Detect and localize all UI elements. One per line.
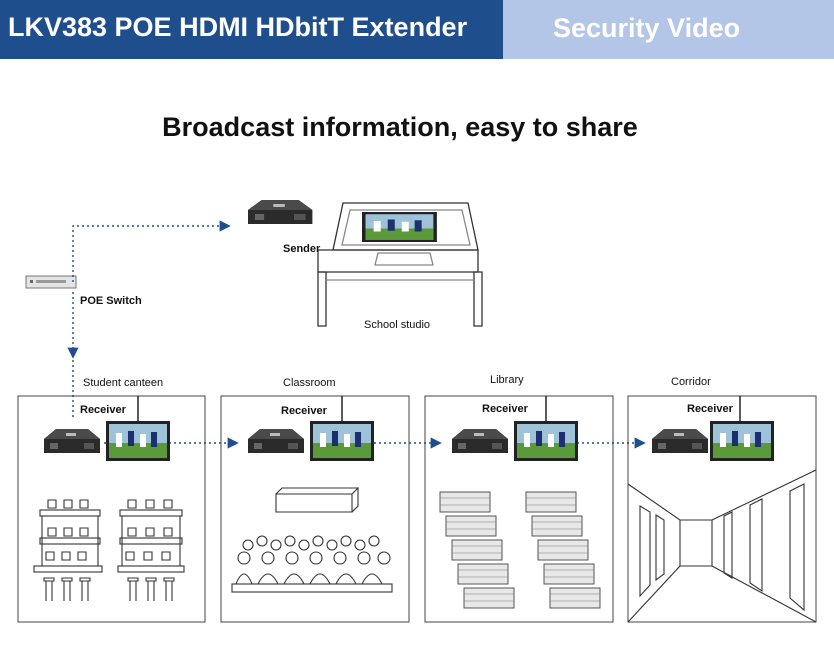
receiver-set-classroom <box>248 396 374 461</box>
room-box-canteen <box>17 395 206 623</box>
room-box-classroom <box>220 395 410 623</box>
library-shelves <box>439 491 601 609</box>
sender-label: Sender <box>283 243 321 255</box>
sender-device <box>248 200 313 224</box>
room-label-classroom: Classroom <box>283 377 336 389</box>
receiver-label-classroom: Receiver <box>281 405 327 417</box>
page-headline: Broadcast information, easy to share <box>162 112 638 142</box>
room-label-corridor: Corridor <box>671 376 711 388</box>
canteen-furniture <box>33 499 185 601</box>
room-box-library <box>424 395 614 623</box>
studio-label: School studio <box>364 319 431 331</box>
header-title: LKV383 POE HDMI HDbitT Extender <box>8 12 468 42</box>
receiver-set-corridor <box>652 396 774 461</box>
corridor-scene <box>627 469 817 623</box>
header-banner: LKV383 POE HDMI HDbitT Extender <box>0 0 503 59</box>
receiver-label-corridor: Receiver <box>687 403 733 415</box>
receiver-set-library <box>452 396 578 461</box>
room-label-canteen: Student canteen <box>83 377 164 389</box>
library-shelf-lines <box>440 497 600 602</box>
poe-switch-device <box>25 275 77 289</box>
studio-desk <box>317 202 483 327</box>
classroom-furniture <box>231 487 393 593</box>
receiver-set-canteen <box>44 396 170 461</box>
network-links <box>67 220 646 449</box>
receiver-label-canteen: Receiver <box>80 404 126 416</box>
studio-screen <box>362 212 437 242</box>
poe-switch-label: POE Switch <box>80 295 142 307</box>
header-subbanner: Security Video <box>503 0 834 59</box>
room-box-corridor <box>627 395 817 623</box>
header-subtitle: Security Video <box>553 13 741 43</box>
receiver-label-library: Receiver <box>482 403 528 415</box>
room-label-library: Library <box>490 374 524 386</box>
